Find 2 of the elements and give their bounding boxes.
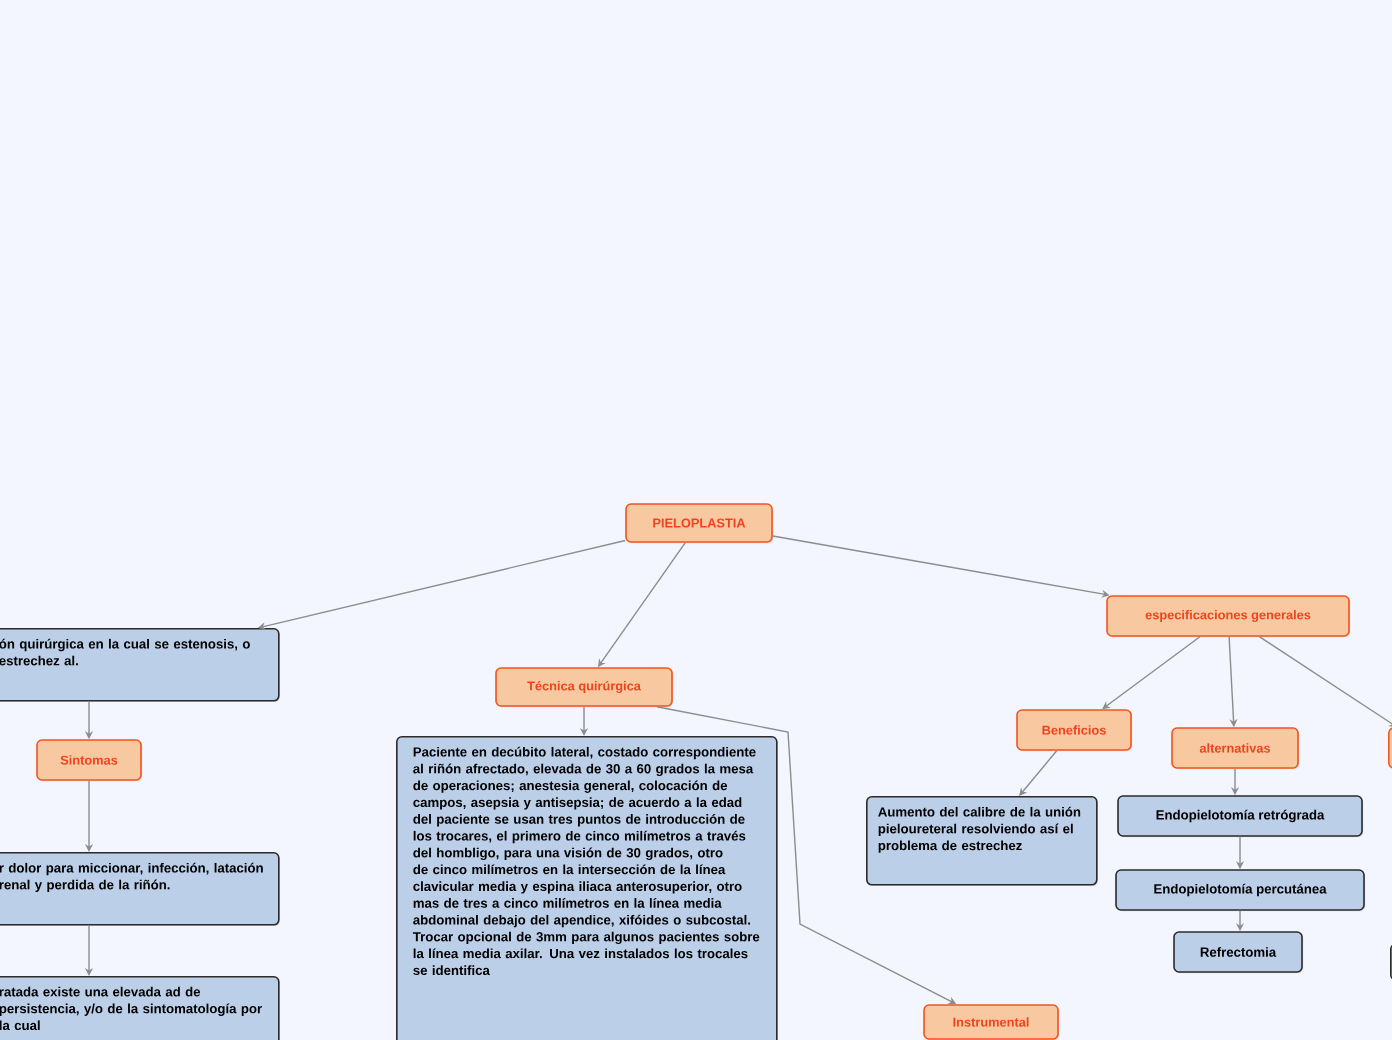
arrow: [1258, 636, 1392, 728]
arrow: [1019, 750, 1058, 796]
